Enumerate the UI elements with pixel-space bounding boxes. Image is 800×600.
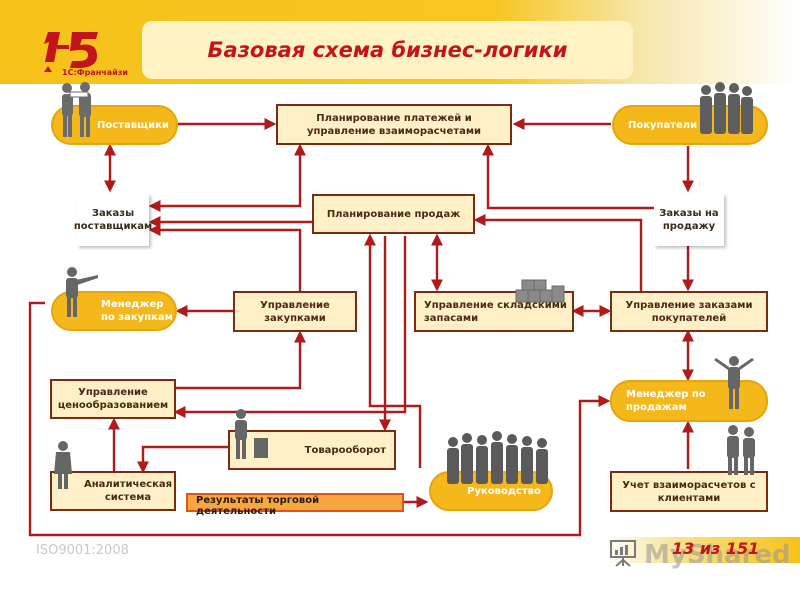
suppliers-people-icon	[62, 82, 91, 137]
page-title: Базовая схема бизнес-логики	[207, 38, 568, 62]
sales-manager-person-icon	[714, 356, 754, 409]
node-purchase-manager-label: Менеджер по закупкам	[101, 299, 173, 323]
node-analytics: Аналитическая система	[50, 471, 176, 511]
node-suppliers: Поставщики	[51, 105, 178, 145]
arrow-sales-planning-to-results	[364, 233, 422, 468]
warehouse-boxes-icon	[515, 279, 565, 303]
title-box: Базовая схема бизнес-логики	[142, 21, 633, 79]
node-customer-orders-management: Управление заказами покупателей	[610, 291, 768, 332]
node-sales-orders-label: Заказы на продажу	[659, 208, 719, 232]
node-sales-manager: Менеджер по продажам	[610, 380, 768, 422]
settlements-people-icon	[727, 425, 755, 475]
buyers-people-icon	[700, 82, 753, 134]
arrow-purchasing-to-supplier-orders	[148, 224, 302, 291]
node-supplier-orders-label: Заказы поставщикам	[73, 208, 153, 232]
logo-text: 1С:Франчайзи	[62, 68, 128, 77]
node-warehouse-management-label: Управление складскими запасами	[424, 299, 567, 324]
node-sales-planning: Планирование продаж	[312, 194, 475, 234]
arrow-pricing-to-purchasing	[176, 330, 306, 390]
node-turnover-label: Товарооборот	[304, 444, 386, 456]
node-customer-settlements-label: Учет взаиморасчетов с клиентами	[622, 479, 756, 504]
node-pricing-management: Управление ценообразованием	[50, 379, 176, 419]
arrow-loop-to-sales-manager	[28, 301, 611, 537]
arrow-turnover-to-analytics	[137, 445, 228, 474]
management-people-icon	[447, 431, 548, 484]
node-purchase-management: Управление закупками	[233, 291, 357, 332]
iso-standard-label: ISO9001:2008	[36, 543, 129, 558]
arrow-customer-orders-to-sales-planning	[473, 214, 643, 291]
node-payments-planning-label: Планирование платежей и управление взаим…	[306, 112, 482, 137]
node-trade-results: Результаты торговой деятельности	[186, 493, 404, 517]
arrow-sales-planning-to-pricing	[173, 236, 407, 418]
node-trade-results-label: Результаты торговой деятельности	[196, 495, 320, 517]
arrow-sales-orders-to-payments	[482, 143, 655, 210]
presentation-board-icon	[610, 540, 636, 567]
node-purchase-management-label: Управление закупками	[260, 299, 330, 324]
node-management-label: Руководство	[467, 485, 541, 497]
node-pricing-management-label: Управление ценообразованием	[57, 387, 169, 411]
purchase-manager-person-icon	[66, 267, 98, 317]
node-supplier-orders: Заказы поставщикам	[73, 194, 153, 246]
page-counter-bar	[604, 537, 800, 563]
node-sales-orders: Заказы на продажу	[654, 194, 724, 246]
turnover-worker-icon	[235, 409, 268, 459]
node-analytics-label: Аналитическая система	[83, 479, 173, 503]
node-customer-settlements: Учет взаиморасчетов с клиентами	[610, 471, 768, 512]
analytics-person-icon	[54, 441, 72, 489]
watermark-label: MyShared	[644, 540, 791, 570]
page-number: 13 из 151	[672, 539, 760, 558]
node-sales-manager-label: Менеджер по продажам	[626, 389, 706, 413]
node-sales-planning-label: Планирование продаж	[326, 208, 461, 220]
franchise-logo	[44, 32, 98, 72]
node-payments-planning: Планирование платежей и управление взаим…	[276, 104, 512, 145]
node-suppliers-label: Поставщики	[97, 119, 169, 131]
node-customer-orders-management-label: Управление заказами покупателей	[625, 299, 753, 324]
arrow-to-supplier-orders	[148, 143, 306, 212]
node-buyers-label: Покупатели	[628, 119, 698, 131]
